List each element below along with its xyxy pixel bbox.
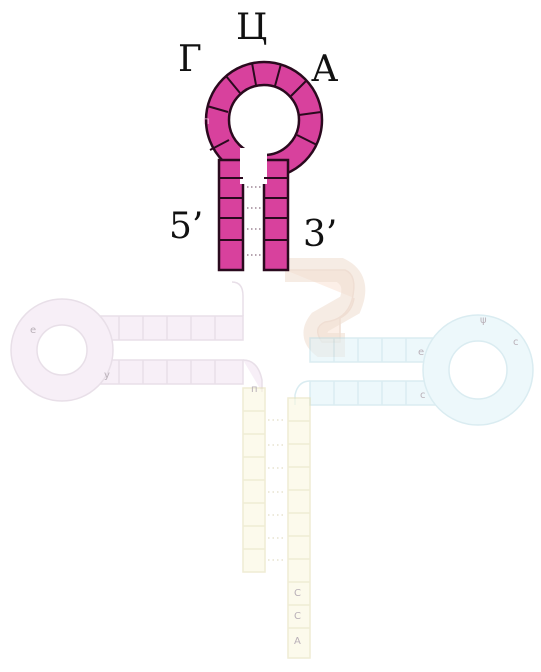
t-loop-glyph-3: с — [513, 337, 519, 348]
d-arm — [11, 282, 262, 401]
d-loop-glyph: е — [30, 325, 36, 336]
d-arm-glyph: у — [104, 370, 110, 381]
five-prime-label: 5’ — [169, 209, 203, 245]
acceptor-a: А — [294, 636, 301, 647]
anticodon-base-left: Г — [178, 42, 202, 78]
variable-loop — [285, 270, 354, 345]
acceptor-c2: С — [294, 611, 301, 622]
t-loop-glyph: е — [418, 347, 424, 358]
three-prime-label: 3’ — [303, 217, 337, 253]
d-junction-glyph: п — [251, 384, 258, 395]
t-arm-glyph: с — [420, 390, 426, 401]
anticodon-base-right: А — [311, 52, 338, 88]
t-loop-glyph-2: ψ — [480, 315, 487, 326]
acceptor-c1: С — [294, 588, 301, 599]
anticodon-base-top: Ц — [236, 10, 267, 46]
loop-left-glyph: п — [203, 116, 210, 127]
